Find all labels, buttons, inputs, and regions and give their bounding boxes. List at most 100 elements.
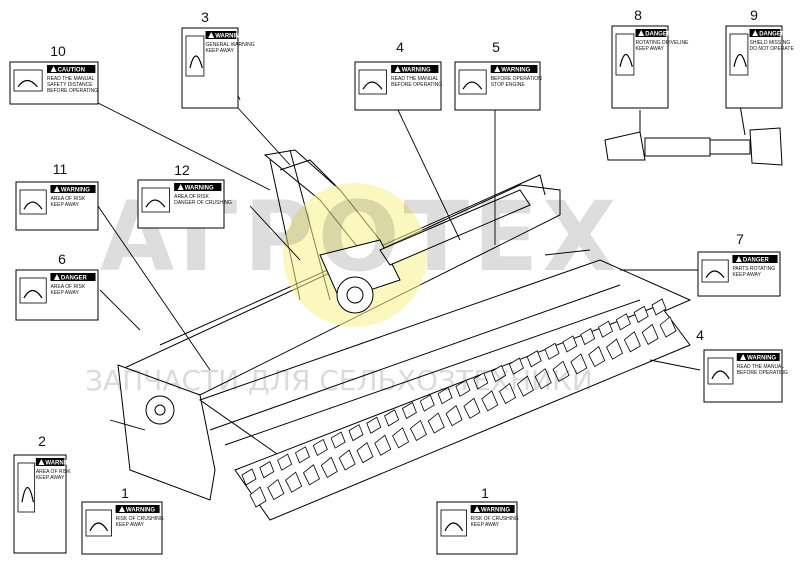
roller-spike — [392, 427, 410, 449]
pictogram-icon — [23, 201, 43, 210]
pictogram-icon — [619, 53, 633, 67]
label-header: WARNING — [126, 508, 155, 514]
label-header: WARNING — [215, 34, 244, 40]
label-text: KEEP AWAY — [50, 202, 79, 208]
roller-spike — [338, 449, 356, 471]
roller-spike — [544, 342, 560, 360]
label-header: WARNING — [747, 356, 776, 362]
pictogram-icon — [711, 370, 730, 380]
roller-spike — [499, 382, 517, 405]
label-header: WARNING — [501, 68, 530, 74]
label-text: KEEP AWAY — [50, 290, 79, 296]
label-text: AREA OF RISK — [50, 284, 85, 290]
label-text: SAFETY DISTANCE — [47, 82, 93, 88]
warning-triangle-icon — [53, 274, 60, 280]
roller-spike — [615, 313, 631, 331]
callout-number: 1 — [481, 485, 489, 501]
label-header-bar — [749, 29, 781, 37]
roller-spike — [285, 471, 303, 493]
callout-number: 5 — [492, 39, 500, 55]
label-header-bar — [470, 505, 515, 513]
callout-number: 12 — [174, 162, 190, 178]
callout-number: 4 — [396, 39, 404, 55]
roller-spike — [259, 461, 275, 479]
roller-spike — [651, 298, 667, 316]
warning-triangle-icon — [494, 66, 501, 72]
label-text: READ THE MANUAL — [391, 76, 439, 82]
roller-spike — [659, 316, 677, 338]
warning-triangle-icon — [38, 459, 45, 465]
callout-number: 9 — [750, 7, 758, 23]
roller-spike — [437, 387, 453, 405]
roller-spike — [455, 379, 471, 397]
label-header: DANGER — [743, 258, 770, 264]
watermark-sub: ЗАПЧАСТИ ДЛЯ СЕЛЬХОЗТЕХНИКИ — [85, 364, 593, 397]
roller-spike — [562, 335, 578, 353]
roller-spike — [463, 397, 481, 419]
label-text: KEEP AWAY — [36, 475, 65, 481]
label-text: AREA OF RISK — [50, 196, 85, 202]
warning-triangle-icon — [394, 66, 401, 72]
label-text: BEFORE OPERATION — [491, 76, 542, 82]
label-text: GENERAL WARNING — [206, 42, 255, 48]
callout-number: 4 — [696, 327, 704, 343]
label-header-bar — [635, 29, 667, 37]
pto-driveshaft — [604, 104, 783, 166]
roller-spike — [623, 331, 641, 353]
label-text: RISK OF CRUSHING — [116, 516, 164, 522]
pictogram-icon — [145, 199, 166, 208]
roller-spike — [552, 360, 570, 382]
callout-number: 8 — [634, 7, 642, 23]
label-header-bar — [490, 65, 538, 73]
label-header-bar — [732, 255, 778, 263]
label-text: BEFORE OPERATING — [47, 88, 98, 94]
label-text: RISK OF CRUSHING — [471, 516, 519, 522]
label-text: ROTATING DRIVELINE — [636, 40, 690, 46]
roller-spike — [302, 464, 320, 486]
roller-spike — [508, 357, 524, 375]
label-text: BEFORE OPERATING — [391, 82, 442, 88]
roller-spike — [580, 327, 596, 346]
roller-spike — [481, 390, 499, 412]
warning-triangle-icon — [177, 184, 184, 190]
roller-spike — [294, 446, 310, 464]
roller-spike — [516, 375, 534, 397]
label-header: WARNING — [45, 461, 74, 467]
label-text: READ THE MANUAL — [737, 364, 785, 370]
label-header: WARNING — [402, 68, 431, 74]
roller-spike — [473, 372, 489, 390]
callout-number: 7 — [736, 231, 744, 247]
roller-spike — [409, 419, 427, 442]
label-header-bar — [50, 185, 96, 193]
roller-spike — [384, 409, 400, 427]
roller-spike — [427, 412, 445, 434]
callout-number: 2 — [38, 433, 46, 449]
label-text: DANGER OF CRUSHING — [174, 200, 232, 206]
label-text: KEEP AWAY — [471, 522, 500, 528]
roller-spike — [633, 305, 649, 323]
warning-triangle-icon — [50, 66, 57, 72]
label-text: STOP ENGINE — [491, 82, 526, 88]
label-header: WARNING — [481, 508, 510, 514]
label-header-bar — [736, 353, 780, 361]
roller-spike — [641, 323, 659, 345]
warning-triangle-icon — [208, 32, 215, 38]
label-text: KEEP AWAY — [116, 522, 145, 528]
label-text: READ THE MANUAL — [47, 76, 95, 82]
label-header-bar — [391, 65, 439, 73]
pictogram-icon — [23, 289, 43, 299]
pictogram-icon — [733, 53, 747, 67]
callout-number: 6 — [58, 251, 66, 267]
roller-spike — [401, 401, 417, 420]
label-header: DANGER — [759, 32, 786, 38]
label-header: DANGER — [61, 276, 88, 282]
